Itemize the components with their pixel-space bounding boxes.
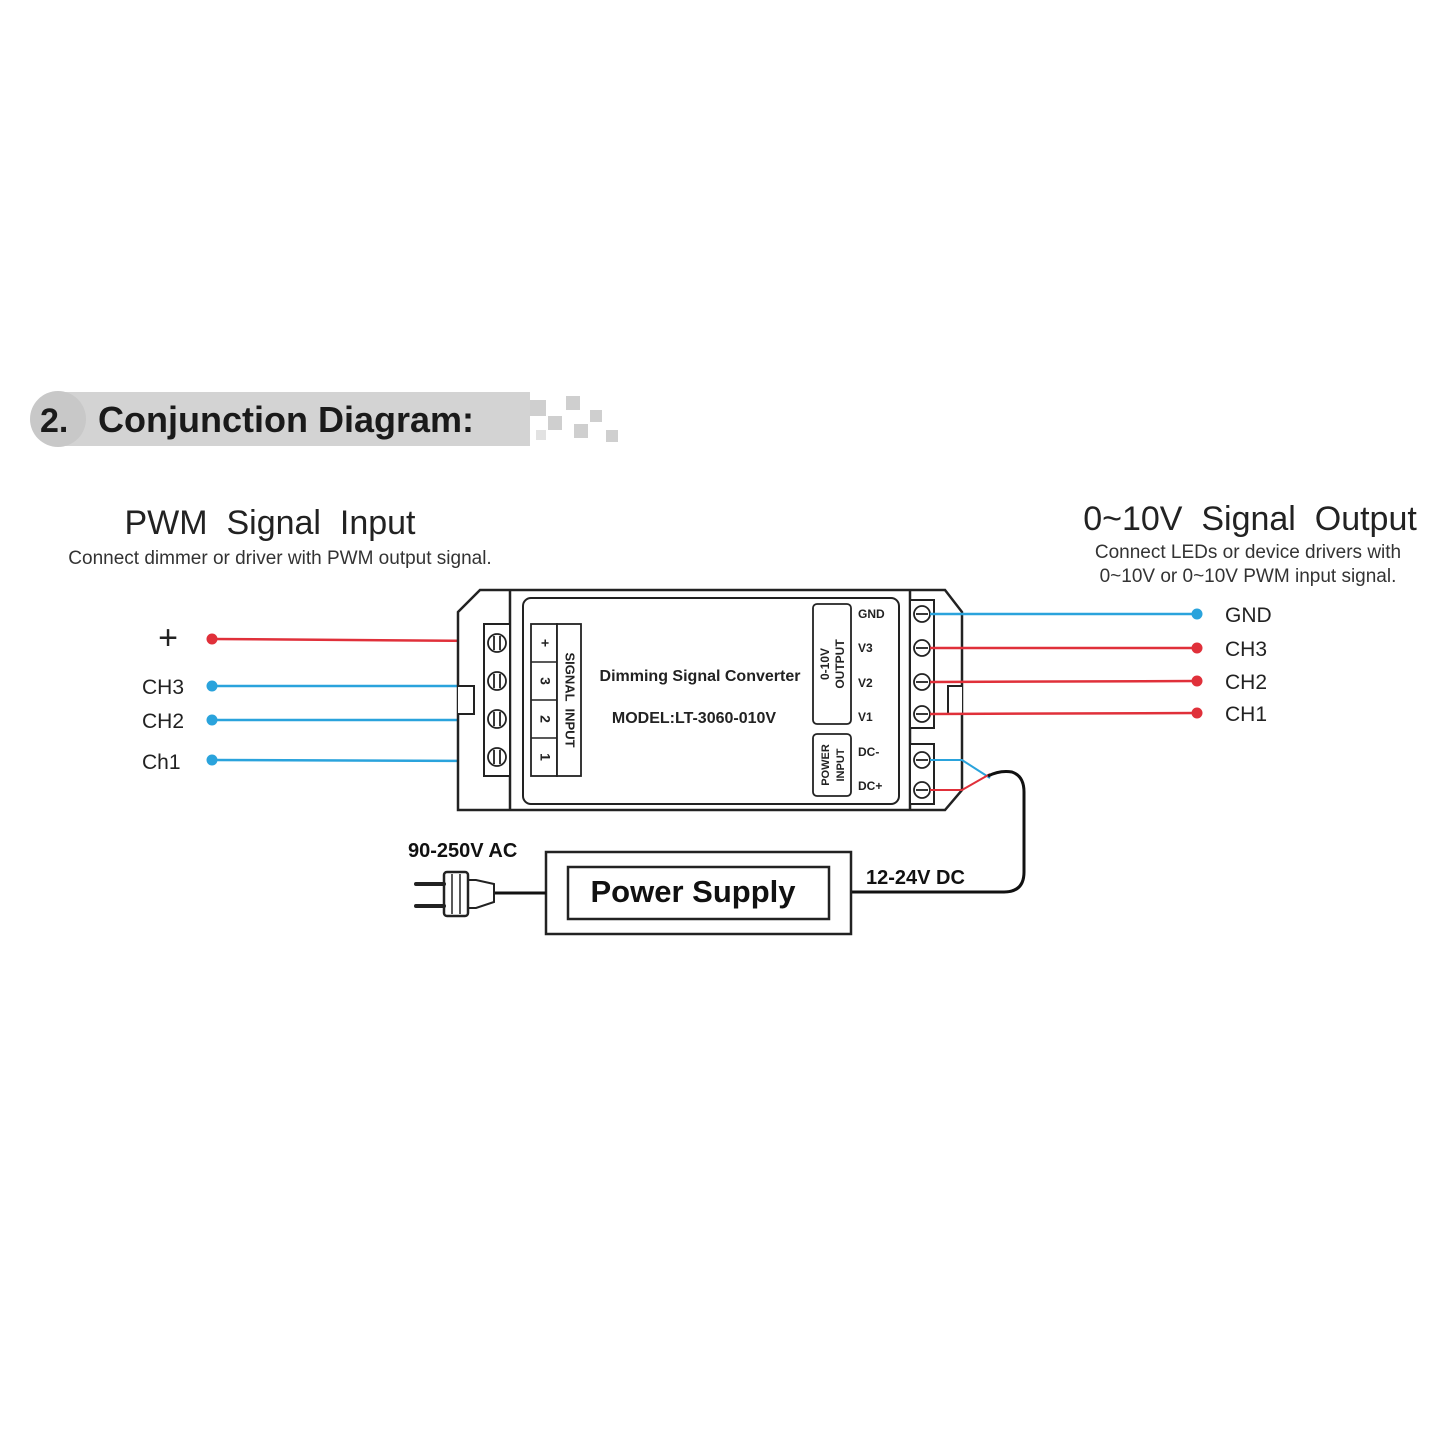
- output-screw-terminal-block: [909, 599, 935, 729]
- output-label-ch1: CH1: [1225, 703, 1267, 726]
- output-pin-v1: V1: [858, 710, 873, 724]
- output-wire-ch1: [929, 711, 1198, 716]
- output-wire-ch3-end: [1191, 642, 1203, 654]
- power-box-label-1: POWER: [820, 744, 832, 786]
- input-label-ch2: CH2: [142, 710, 184, 733]
- input-wire-ch3-end: [206, 680, 218, 692]
- output-title: 0~10V Signal Output: [1083, 500, 1417, 538]
- input-terminal-ch3: CH3: [142, 676, 488, 699]
- output-terminal-ch1: CH1: [929, 703, 1267, 726]
- output-description-line2: 0~10V or 0~10V PWM input signal.: [1100, 566, 1397, 587]
- signal-input-pin-block: + 3 2 1 SIGNAL INPUT: [530, 623, 582, 777]
- signal-input-label: SIGNAL INPUT: [563, 652, 578, 747]
- left-mount-notch: [458, 685, 475, 715]
- device-label-panel: [522, 597, 900, 805]
- signal-input-pin-3: 3: [537, 677, 553, 685]
- power-input-label-box: POWER INPUT: [812, 733, 852, 797]
- output-box-label-2: OUTPUT: [833, 639, 847, 689]
- output-label-ch3: CH3: [1225, 638, 1267, 661]
- power-supply: Power Supply 12-24V DC 90-250V AC: [408, 840, 965, 936]
- output-terminal-gnd: GND: [930, 604, 1272, 627]
- dc-wire-red: [930, 773, 991, 791]
- input-terminal-plus: +: [158, 619, 489, 657]
- output-wire-gnd-end: [1191, 608, 1203, 620]
- section-header: 2. Conjunction Diagram:: [30, 391, 618, 447]
- input-wire-plus-end: [206, 633, 218, 645]
- device-name: Dimming Signal Converter: [600, 668, 801, 685]
- dc-cable: [852, 770, 1026, 894]
- input-title: PWM Signal Input: [124, 504, 416, 542]
- output-wire-ch2: [929, 679, 1198, 684]
- input-label-ch1: Ch1: [142, 751, 181, 774]
- input-wire-ch1-end: [206, 754, 218, 766]
- dc-voltage-label: 12-24V DC: [866, 867, 965, 889]
- power-box-label-2: INPUT: [835, 748, 847, 781]
- power-supply-label: Power Supply: [591, 874, 797, 909]
- input-description: Connect dimmer or driver with PWM output…: [68, 548, 491, 569]
- header-number-badge: [30, 391, 86, 447]
- power-pin-dc-plus: DC+: [858, 779, 882, 793]
- dc-power-wires: [852, 759, 1026, 894]
- output-label-ch2: CH2: [1225, 671, 1267, 694]
- ac-plug-icon: [414, 870, 495, 918]
- output-wire-ch1-end: [1191, 707, 1203, 719]
- input-label-plus: +: [158, 619, 178, 657]
- power-screw-terminal-block: [909, 743, 935, 805]
- output-label-box: 0-10V OUTPUT: [812, 603, 852, 725]
- section-title: Conjunction Diagram:: [98, 399, 474, 440]
- input-terminals: + CH3 CH2 Ch1: [142, 619, 489, 774]
- input-label-ch3: CH3: [142, 676, 184, 699]
- output-terminal-ch2: CH2: [929, 671, 1267, 694]
- input-wire-ch1: [211, 758, 489, 763]
- section-number: 2.: [40, 402, 68, 440]
- input-wire-ch2-end: [206, 714, 218, 726]
- input-screw-terminal-block: [483, 623, 511, 777]
- input-wire-plus: [211, 637, 489, 643]
- signal-input-pin-1: 1: [537, 753, 553, 761]
- output-box-label-1: 0-10V: [818, 648, 832, 680]
- output-pin-v3: V3: [858, 641, 873, 655]
- device-model: MODEL:LT-3060-010V: [612, 710, 777, 727]
- signal-input-pin-2: 2: [537, 715, 553, 723]
- ac-voltage-label: 90-250V AC: [408, 840, 517, 862]
- output-terminals: GND CH3 CH2 CH1: [929, 604, 1272, 726]
- output-wire-ch2-end: [1191, 675, 1203, 687]
- signal-input-pin-plus: +: [537, 639, 553, 647]
- output-pin-v2: V2: [858, 676, 873, 690]
- power-supply-label-box: [566, 865, 831, 921]
- output-description-line1: Connect LEDs or device drivers with: [1095, 542, 1401, 563]
- right-mount-notch: [947, 685, 962, 715]
- header-decoration-squares: [530, 396, 618, 442]
- power-pin-dc-minus: DC-: [858, 745, 879, 759]
- dc-wire-blue: [930, 759, 991, 779]
- output-pin-gnd: GND: [858, 607, 885, 621]
- output-label-gnd: GND: [1225, 604, 1272, 627]
- output-terminal-ch3: CH3: [930, 638, 1267, 661]
- header-bar: [60, 392, 530, 446]
- converter-device: + 3 2 1 SIGNAL INPUT Dimming Signal Conv…: [456, 588, 964, 812]
- input-terminal-ch1: Ch1: [142, 751, 489, 774]
- input-terminal-ch2: CH2: [142, 710, 488, 733]
